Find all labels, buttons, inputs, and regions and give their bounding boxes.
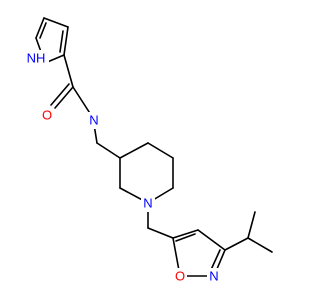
molecule-structure-diagram: NH O N N O N — [27, 17, 273, 285]
isoxazole-oxygen-label: O — [175, 269, 185, 284]
bond — [35, 17, 45, 39]
bond — [224, 237, 249, 251]
atom-labels: NH O N N O N — [27, 50, 221, 285]
carbonyl-oxygen-label: O — [42, 108, 52, 123]
bond — [175, 233, 196, 242]
pyrrole-nh-label: NH — [27, 51, 46, 66]
isoxazole-nitrogen-label: N — [209, 269, 218, 284]
piperidine-nitrogen-label: N — [143, 196, 152, 211]
bond — [147, 227, 174, 239]
bond — [63, 54, 74, 88]
bond — [50, 83, 70, 106]
bond — [247, 237, 273, 253]
bond — [54, 86, 74, 109]
bond — [59, 30, 64, 53]
bond — [39, 22, 47, 39]
bond — [247, 211, 256, 239]
bond — [43, 17, 69, 28]
bond — [96, 142, 121, 159]
bond — [63, 26, 69, 56]
bond — [197, 229, 226, 251]
bond-lines — [35, 17, 273, 277]
bond — [172, 229, 199, 239]
bond — [147, 142, 174, 159]
amide-nitrogen-label: N — [89, 113, 98, 128]
bond — [119, 142, 149, 159]
